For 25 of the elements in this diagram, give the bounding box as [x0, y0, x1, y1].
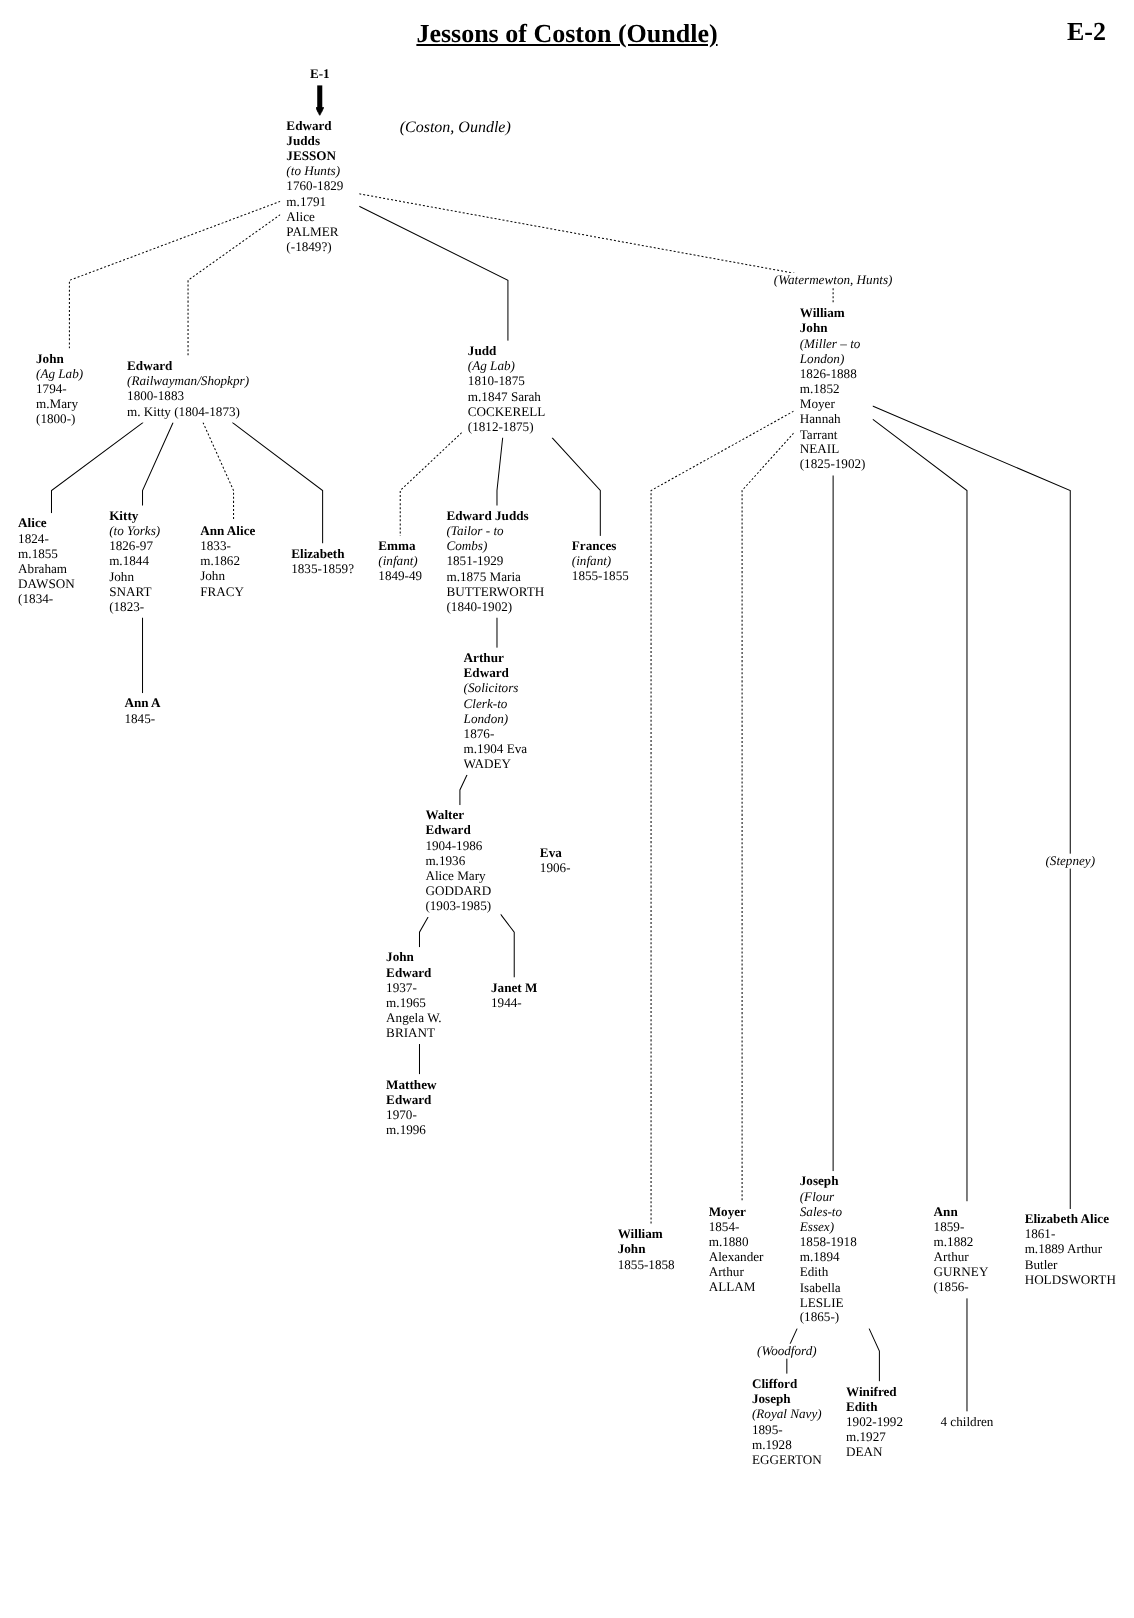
connector	[358, 193, 834, 304]
connector	[187, 214, 281, 357]
connector	[868, 1327, 880, 1382]
page-reference: E-2	[1067, 16, 1106, 48]
connector	[231, 421, 324, 544]
connector	[202, 421, 235, 522]
diagram-title: Jessons of Coston (Oundle)	[416, 18, 718, 48]
connector	[872, 405, 1071, 1210]
connector	[419, 1043, 420, 1075]
connector	[142, 421, 174, 507]
connector	[459, 774, 468, 806]
connector	[551, 437, 601, 537]
connector	[51, 421, 144, 514]
connector	[650, 410, 795, 1225]
connector	[496, 437, 504, 507]
connector	[419, 916, 429, 948]
connector	[399, 432, 463, 537]
connector	[358, 205, 509, 342]
connector	[142, 617, 144, 694]
arrow	[315, 85, 325, 116]
connector	[741, 432, 795, 1202]
connector	[872, 418, 968, 1202]
connector	[500, 913, 515, 979]
connector	[68, 200, 281, 349]
place-note: (Coston, Oundle)	[399, 117, 511, 136]
